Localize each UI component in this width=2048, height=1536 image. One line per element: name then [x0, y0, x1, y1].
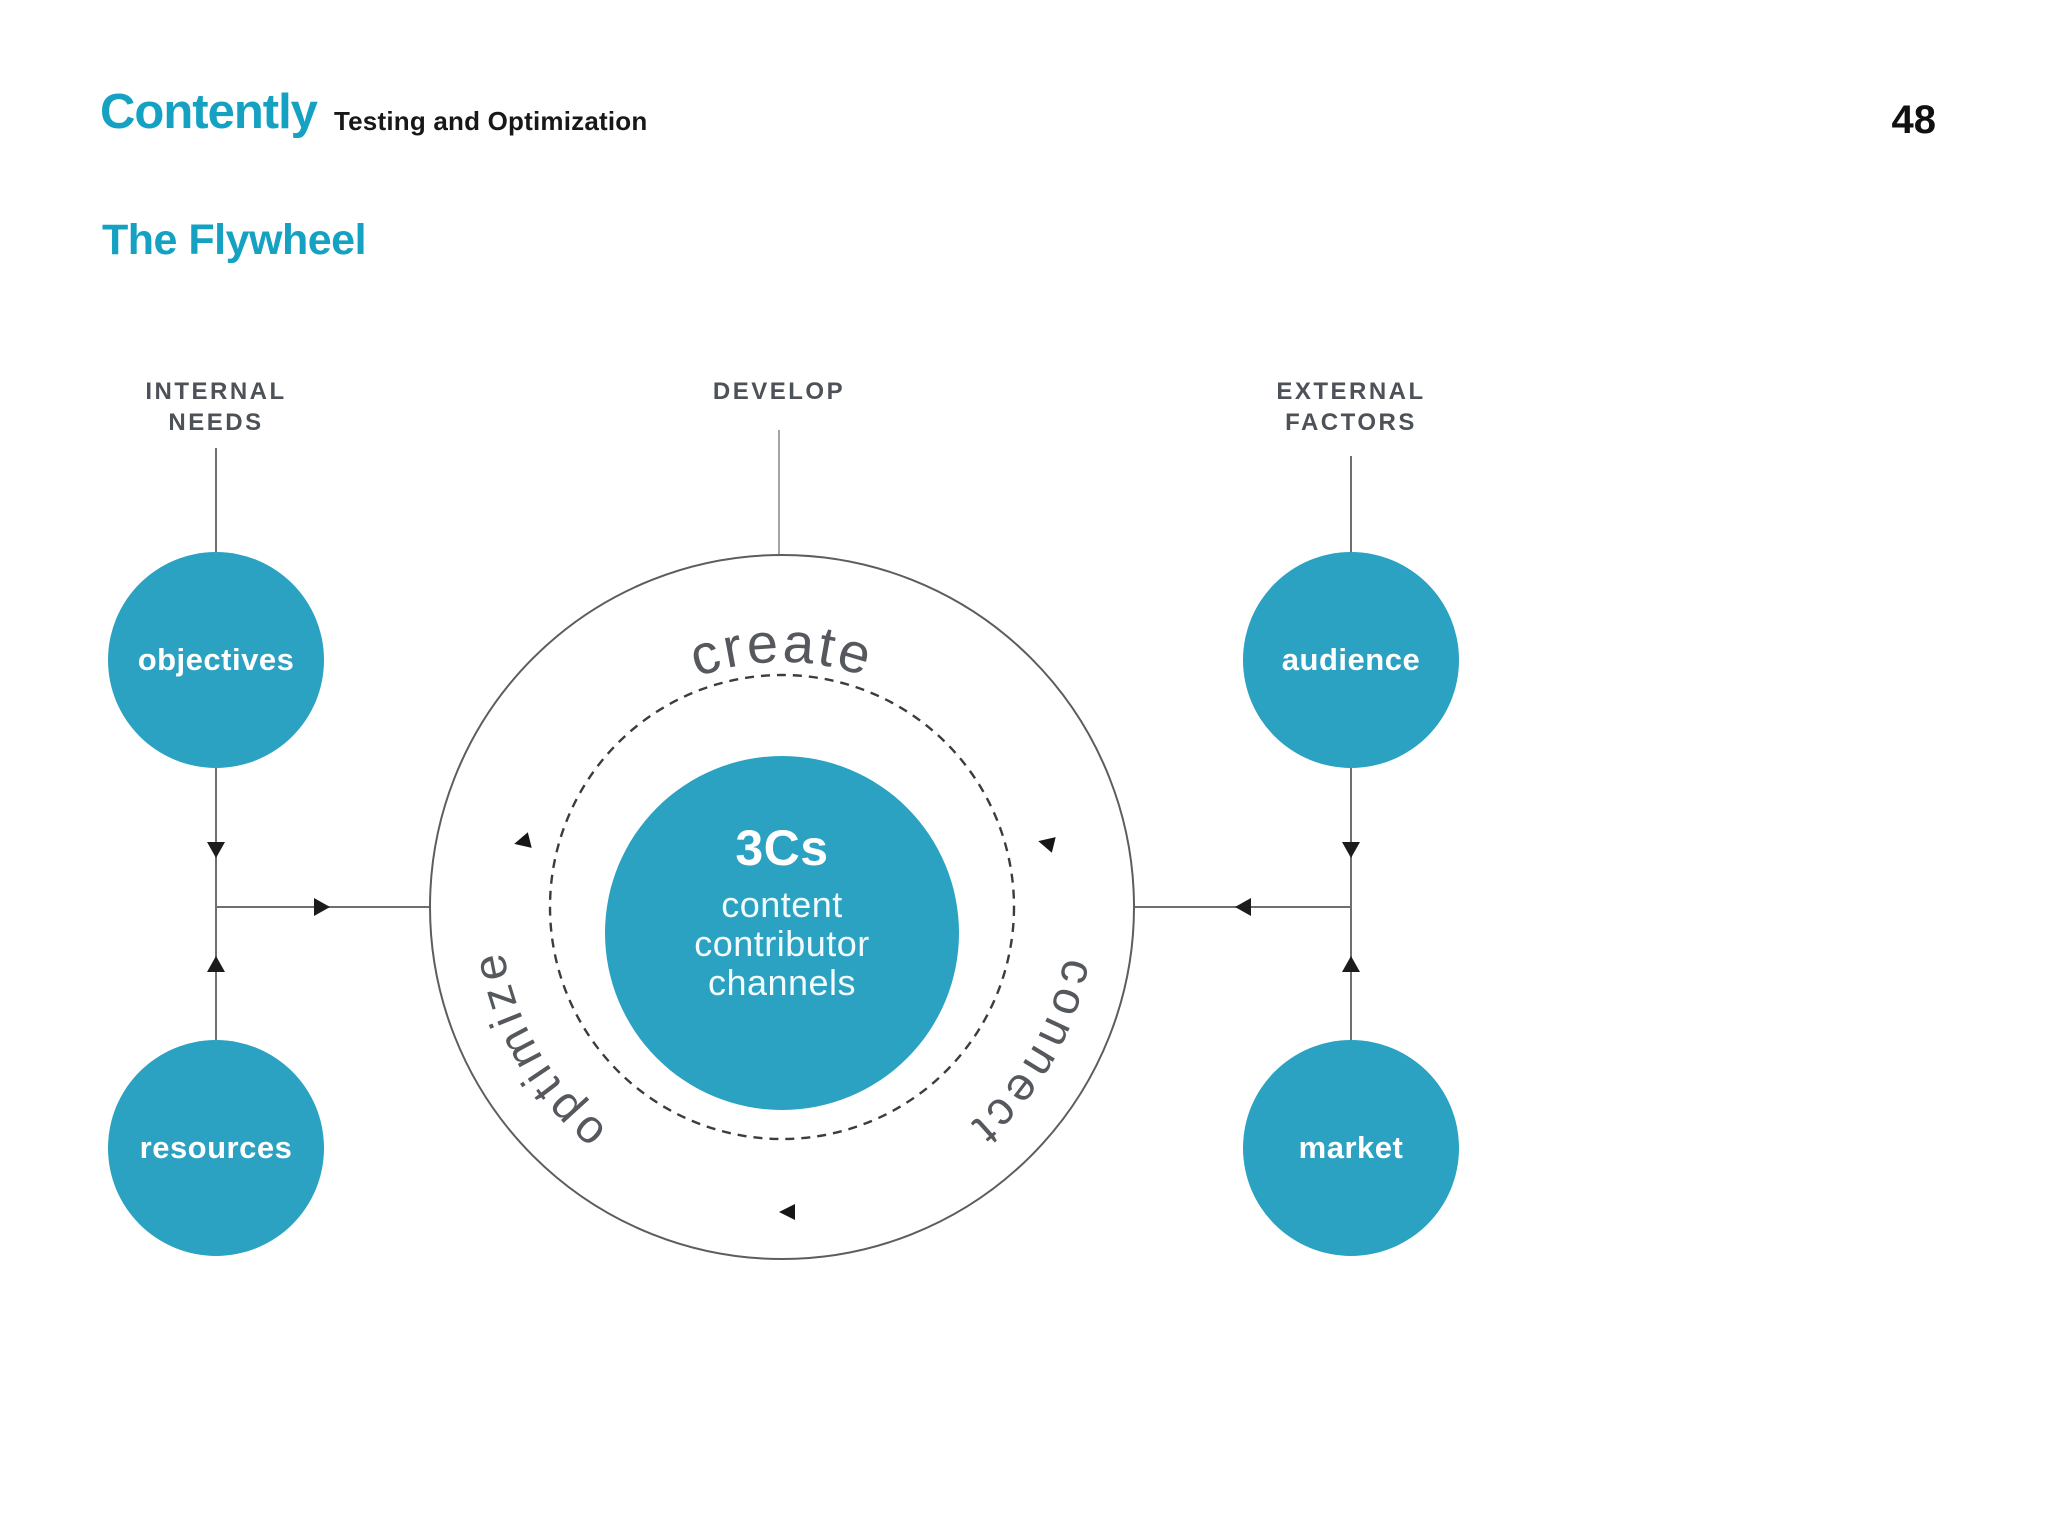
- ring-word-optimize: optimize: [460, 945, 614, 1161]
- arrow-up-right-icon: [1342, 956, 1360, 972]
- contently-logo: Contently: [100, 85, 318, 139]
- node-label: market: [1298, 1130, 1404, 1165]
- page-number: 48: [1891, 98, 1937, 142]
- column-header-line: EXTERNAL: [1276, 378, 1426, 405]
- column-header-develop: DEVELOP: [604, 376, 954, 407]
- ring-word-create-text: create: [682, 610, 878, 688]
- ring-word-optimize-text: optimize: [460, 945, 609, 1161]
- column-header-line: DEVELOP: [712, 378, 846, 405]
- column-header-internal-needs: INTERNAL NEEDS: [41, 376, 391, 438]
- node-label: objectives: [137, 642, 295, 677]
- hub-line-contributor: contributor: [694, 922, 870, 964]
- ring-word-connect-text: connect: [960, 955, 1102, 1159]
- node-label: resources: [139, 1130, 293, 1165]
- node-resources: resources: [108, 1040, 324, 1256]
- node-objectives: objectives: [108, 552, 324, 768]
- hub-title: 3Cs: [735, 819, 829, 876]
- arrow-left-into-wheel-icon: [1235, 898, 1251, 916]
- arrow-up-left-icon: [207, 956, 225, 972]
- ring-word-connect: connect: [960, 955, 1107, 1159]
- ring-rotation-arrow-left-icon: [514, 832, 532, 848]
- slide-section-title: Testing and Optimization: [334, 106, 648, 136]
- arrow-down-left-icon: [207, 842, 225, 858]
- column-header-line: NEEDS: [168, 409, 264, 436]
- page-title: The Flywheel: [102, 216, 367, 264]
- column-header-external-factors: EXTERNAL FACTORS: [1176, 376, 1526, 438]
- node-label: audience: [1281, 642, 1421, 677]
- node-audience: audience: [1243, 552, 1459, 768]
- outer-ring: [429, 554, 1135, 1260]
- hub-line-content: content: [721, 883, 843, 925]
- ring-rotation-arrow-right-icon: [1038, 837, 1056, 853]
- column-header-line: FACTORS: [1285, 409, 1417, 436]
- dashed-ring: [548, 673, 1016, 1141]
- node-market: market: [1243, 1040, 1459, 1256]
- hub-line-channels: channels: [707, 961, 857, 1003]
- arrow-down-right-icon: [1342, 842, 1360, 858]
- column-header-line: INTERNAL: [145, 378, 287, 405]
- hub-3cs-circle: 3Cs content contributor channels: [605, 756, 959, 1110]
- arrow-right-into-wheel-icon: [314, 898, 330, 916]
- ring-rotation-arrow-bottom-icon: [779, 1204, 795, 1220]
- ring-word-create: create: [682, 610, 881, 688]
